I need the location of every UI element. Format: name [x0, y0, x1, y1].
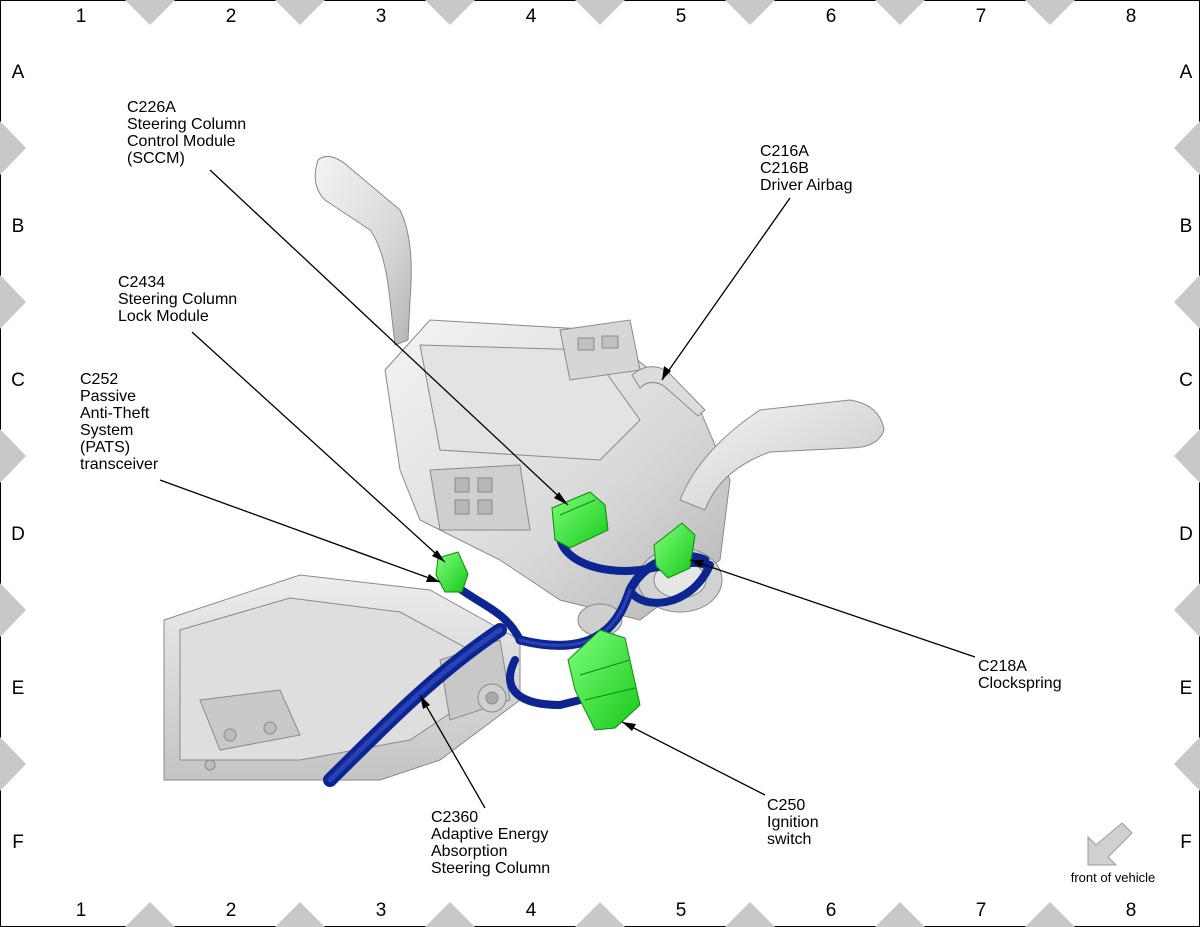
callout-pats-transceiver: C252 Passive Anti-Theft System (PATS) tr…: [80, 371, 159, 473]
connector-c250-icon: [567, 629, 641, 731]
callout-driver-airbag: C216A C216B Driver Airbag: [760, 143, 852, 194]
grid-col-5: 5: [676, 900, 687, 921]
grid-col-4: 4: [526, 6, 537, 27]
grid-row-a: A: [12, 62, 25, 83]
left-stalk: [314, 155, 412, 346]
front-of-vehicle-arrow-icon: [1087, 822, 1133, 866]
connector-c218a-icon: [653, 522, 696, 579]
grid-row-f: F: [12, 832, 24, 853]
steering-column-illustration: [163, 155, 885, 781]
grid-row-e: E: [12, 678, 25, 699]
grid-col-2: 2: [226, 6, 237, 27]
grid-col-5: 5: [676, 6, 687, 27]
grid-col-7: 7: [976, 6, 987, 27]
connector-c2434-icon: [435, 551, 469, 593]
grid-col-6: 6: [826, 6, 837, 27]
front-of-vehicle-label: front of vehicle: [1071, 870, 1156, 885]
grid-row-a: A: [1180, 62, 1193, 83]
grid-row-b: B: [12, 216, 25, 237]
grid-col-2: 2: [226, 900, 237, 921]
right-stalk: [679, 399, 885, 511]
grid-row-b: B: [1180, 216, 1193, 237]
grid-row-c: C: [1179, 370, 1193, 391]
grid-col-4: 4: [526, 900, 537, 921]
callout-steering-column: C2360 Adaptive Energy Absorption Steerin…: [431, 809, 553, 877]
grid-row-labels-left: A B C D E F: [11, 62, 25, 853]
grid-column-labels-top: 1 2 3 4 5 6 7 8: [76, 6, 1137, 27]
connector-c226a-icon: [551, 491, 609, 549]
callout-lock-module: C2434 Steering Column Lock Module: [118, 274, 242, 325]
grid-col-3: 3: [376, 900, 387, 921]
leader-arrowheads: [420, 366, 704, 731]
leader-lines: [159, 169, 976, 809]
callout-ignition-switch: C250 Ignition switch: [767, 797, 823, 848]
grid-row-d: D: [11, 524, 25, 545]
grid-col-6: 6: [826, 900, 837, 921]
grid-row-d: D: [1179, 524, 1193, 545]
callout-sccm: C226A Steering Column Control Module (SC…: [127, 99, 251, 167]
grid-row-e: E: [1180, 678, 1193, 699]
grid-column-labels-bottom: 1 2 3 4 5 6 7 8: [76, 900, 1137, 921]
grid-col-8: 8: [1126, 900, 1137, 921]
grid-row-labels-right: A B C D E F: [1179, 62, 1193, 853]
connectors: [435, 491, 696, 731]
grid-col-1: 1: [76, 6, 87, 27]
grid-col-1: 1: [76, 900, 87, 921]
callout-clockspring: C218A Clockspring: [978, 658, 1062, 692]
grid-col-3: 3: [376, 6, 387, 27]
grid-row-c: C: [11, 370, 25, 391]
grid-row-f: F: [1180, 832, 1192, 853]
grid-col-7: 7: [976, 900, 987, 921]
grid-col-8: 8: [1126, 6, 1137, 27]
